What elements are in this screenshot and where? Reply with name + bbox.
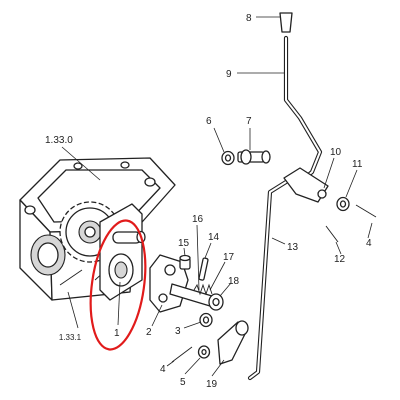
callout-1: 1 xyxy=(114,328,120,339)
nut xyxy=(208,293,224,311)
callout-5: 5 xyxy=(180,377,186,388)
roll-pin xyxy=(198,257,209,281)
callout-18: 18 xyxy=(228,276,240,287)
leader-lines xyxy=(61,16,373,377)
split-pin-12 xyxy=(325,225,339,243)
callout-17: 17 xyxy=(223,252,235,263)
callout-12: 12 xyxy=(334,254,346,265)
callout-1-33-0: 1.33.0 xyxy=(45,135,73,146)
callout-19: 19 xyxy=(206,379,218,390)
callout-9: 9 xyxy=(226,69,232,80)
split-pin-lower xyxy=(171,346,193,363)
callout-13: 13 xyxy=(287,242,299,253)
callout-8: 8 xyxy=(246,13,252,24)
callout-10: 10 xyxy=(330,147,342,158)
bush xyxy=(179,254,191,270)
lever-bracket xyxy=(283,167,329,203)
lever-knob xyxy=(279,12,293,33)
callout-1-33-1: 1.33.1 xyxy=(59,333,82,342)
washer-top xyxy=(221,150,235,166)
highlight-ring xyxy=(89,219,147,351)
split-pin-right xyxy=(355,204,377,218)
callout-16: 16 xyxy=(192,214,204,225)
callout-3: 3 xyxy=(175,326,181,337)
selector-fork-assembly xyxy=(99,203,146,301)
lower-lever xyxy=(217,320,249,365)
linkage-rod xyxy=(247,179,289,381)
callout-15: 15 xyxy=(178,238,190,249)
washer-right xyxy=(336,196,350,212)
callout-4-right: 4 xyxy=(366,238,372,249)
callout-4-lower: 4 xyxy=(160,364,166,375)
callout-11: 11 xyxy=(352,159,363,170)
callout-2: 2 xyxy=(146,327,152,338)
callout-7: 7 xyxy=(246,116,252,127)
gear-lever xyxy=(279,12,323,185)
washer xyxy=(199,312,213,328)
callout-6: 6 xyxy=(206,116,212,127)
pivot-bolt xyxy=(237,149,271,165)
callout-14: 14 xyxy=(208,232,220,243)
spring xyxy=(193,283,213,296)
washer-lower xyxy=(197,345,211,359)
